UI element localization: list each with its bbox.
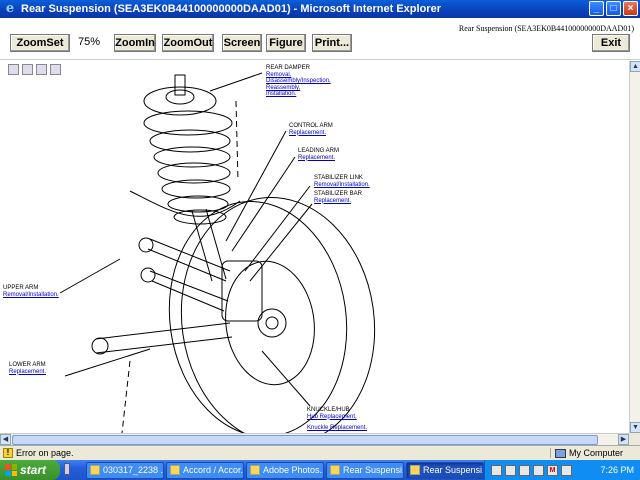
status-message: Error on page. bbox=[16, 448, 74, 458]
zoom-value: 75% bbox=[78, 36, 101, 48]
zoomin-button[interactable]: ZoomIn bbox=[114, 34, 156, 52]
task-button[interactable]: Accord / Accor... bbox=[166, 461, 244, 479]
zoomset-button[interactable]: ZoomSet bbox=[10, 34, 70, 52]
link-stabilizer-link-removal[interactable]: Removal/Installation. bbox=[314, 181, 370, 188]
warning-icon[interactable]: ! bbox=[3, 448, 13, 458]
callout-title: LEADING ARM bbox=[298, 148, 340, 154]
callout-title: REAR DAMPER bbox=[266, 65, 311, 71]
callout-rear-damper: REAR DAMPER Removal, Disassembly/Inspect… bbox=[266, 65, 331, 98]
task-button[interactable]: Adobe Photos... bbox=[246, 461, 324, 479]
figure-button[interactable]: Figure bbox=[266, 34, 306, 52]
folder-icon bbox=[90, 465, 100, 475]
tray-icon[interactable] bbox=[505, 464, 516, 476]
tray-icon[interactable] bbox=[519, 464, 530, 476]
scroll-up-icon[interactable]: ▲ bbox=[630, 61, 640, 72]
quick-launch bbox=[64, 463, 82, 477]
scroll-left-icon[interactable]: ◀ bbox=[0, 434, 11, 445]
callout-title: CONTROL ARM bbox=[289, 123, 333, 129]
scroll-down-icon[interactable]: ▼ bbox=[630, 422, 640, 433]
horizontal-scrollbar[interactable]: ◀ ▶ bbox=[0, 433, 629, 445]
link-leading-arm-replacement[interactable]: Replacement. bbox=[298, 154, 336, 161]
callout-knuckle-hub: KNUCKLE/HUB Hub Replacement, Knuckle Rep… bbox=[307, 407, 367, 432]
minimize-button[interactable]: _ bbox=[589, 1, 604, 16]
window-title: Rear Suspension (SEA3EK0B44100000000DAAD… bbox=[21, 3, 441, 15]
vertical-scrollbar[interactable]: ▲ ▼ bbox=[629, 61, 640, 433]
photoshop-icon bbox=[250, 465, 260, 475]
callout-control-arm: CONTROL ARM Replacement. bbox=[289, 123, 333, 136]
link-reassembly[interactable]: Reassembly, bbox=[266, 84, 301, 91]
task-button[interactable]: Rear Suspensi... bbox=[326, 461, 404, 479]
computer-icon bbox=[555, 448, 566, 458]
email-icon[interactable] bbox=[36, 64, 47, 75]
callout-stabilizer-link: STABILIZER LINK Removal/Installation. bbox=[314, 175, 370, 188]
zoomout-button[interactable]: ZoomOut bbox=[162, 34, 214, 52]
scroll-right-icon[interactable]: ▶ bbox=[618, 434, 629, 445]
task-button-active[interactable]: Rear Suspensi... bbox=[406, 461, 484, 479]
callout-title: STABILIZER LINK bbox=[314, 175, 363, 181]
clock[interactable]: 7:26 PM bbox=[600, 465, 634, 475]
ie-icon bbox=[330, 465, 340, 475]
ie-icon bbox=[410, 465, 420, 475]
window-controls: _ □ × bbox=[589, 1, 638, 16]
volume-icon[interactable] bbox=[561, 464, 572, 476]
close-button[interactable]: × bbox=[623, 1, 638, 16]
security-zone: My Computer bbox=[569, 448, 624, 458]
scroll-thumb[interactable] bbox=[12, 435, 598, 445]
document-id: Rear Suspension (SEA3EK0B44100000000DAAD… bbox=[458, 24, 634, 33]
exit-button[interactable]: Exit bbox=[592, 34, 630, 52]
link-installation[interactable]: Installation. bbox=[266, 91, 297, 98]
link-knuckle-replacement[interactable]: Knuckle Replacement. bbox=[307, 425, 368, 432]
scroll-corner bbox=[629, 433, 640, 445]
title-bar: e Rear Suspension (SEA3EK0B44100000000DA… bbox=[0, 0, 640, 18]
link-lower-arm-replacement[interactable]: Replacement. bbox=[9, 368, 47, 375]
print-icon[interactable] bbox=[22, 64, 33, 75]
callout-upper-arm: UPPER ARM Removal/Installation. bbox=[3, 285, 59, 298]
link-control-arm-replacement[interactable]: Replacement. bbox=[289, 129, 327, 136]
viewer-toolbar: Rear Suspension (SEA3EK0B44100000000DAAD… bbox=[0, 18, 640, 60]
system-tray: M 7:26 PM bbox=[484, 460, 640, 480]
save-icon[interactable] bbox=[8, 64, 19, 75]
screen-button[interactable]: Screen bbox=[222, 34, 262, 52]
rear-suspension-illustration bbox=[59, 72, 376, 433]
image-toolbar bbox=[8, 64, 61, 75]
mcafee-icon[interactable]: M bbox=[547, 464, 558, 476]
link-removal[interactable]: Removal, bbox=[266, 71, 292, 78]
callout-lower-arm: LOWER ARM Replacement. bbox=[9, 362, 46, 375]
link-upper-arm-removal[interactable]: Removal/Installation. bbox=[3, 291, 59, 298]
ie-icon: e bbox=[5, 1, 15, 16]
folder-icon[interactable] bbox=[50, 64, 61, 75]
callout-leading-arm: LEADING ARM Replacement. bbox=[298, 148, 339, 161]
quick-launch-icon[interactable] bbox=[64, 463, 70, 475]
task-list: 030317_2238 ... Accord / Accor... Adobe … bbox=[86, 461, 484, 479]
link-hub-replacement[interactable]: Hub Replacement, bbox=[307, 413, 357, 420]
callout-stabilizer-bar: STABILIZER BAR Replacement. bbox=[314, 191, 362, 204]
ie-icon bbox=[170, 465, 180, 475]
print-button[interactable]: Print... bbox=[312, 34, 352, 52]
windows-logo-icon bbox=[5, 464, 17, 476]
tray-icon[interactable] bbox=[491, 464, 502, 476]
task-button[interactable]: 030317_2238 ... bbox=[86, 461, 164, 479]
callout-title: LOWER ARM bbox=[9, 362, 46, 368]
link-stabilizer-bar-replacement[interactable]: Replacement. bbox=[314, 197, 352, 204]
start-label: start bbox=[20, 463, 47, 477]
link-disassembly[interactable]: Disassembly/Inspection, bbox=[266, 78, 331, 85]
maximize-button[interactable]: □ bbox=[606, 1, 621, 16]
start-button[interactable]: start bbox=[0, 460, 60, 480]
status-bar: ! Error on page. My Computer bbox=[0, 445, 640, 460]
taskbar: start 030317_2238 ... Accord / Accor... … bbox=[0, 460, 640, 480]
callout-title: STABILIZER BAR bbox=[314, 191, 362, 197]
callout-title: KNUCKLE/HUB bbox=[307, 407, 350, 413]
tray-icon[interactable] bbox=[533, 464, 544, 476]
diagram-area: REAR DAMPER Removal, Disassembly/Inspect… bbox=[0, 61, 629, 433]
callout-title: UPPER ARM bbox=[3, 285, 39, 291]
